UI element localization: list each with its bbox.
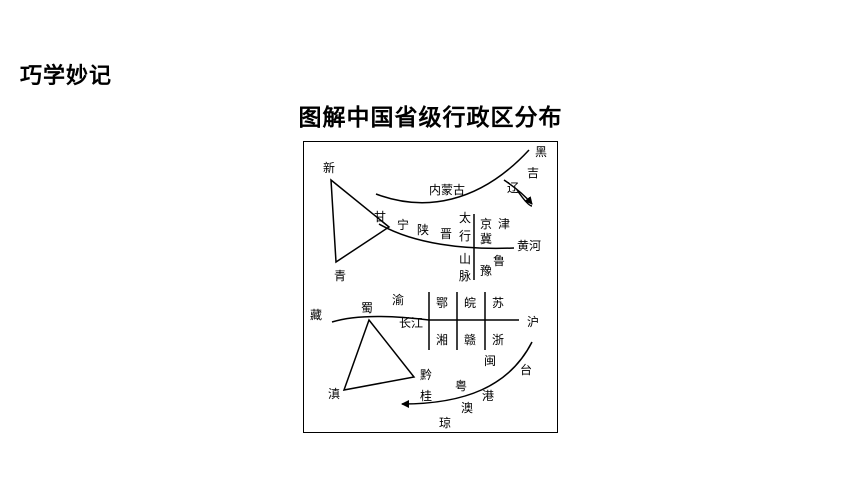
northwest-triangle bbox=[330, 178, 391, 264]
label-neimenggu: 内蒙古 bbox=[429, 182, 465, 197]
label-shan-mt: 山 bbox=[459, 252, 471, 266]
southern-arc-arrow bbox=[401, 341, 533, 408]
label-huanghe: 黄河 bbox=[517, 239, 541, 253]
label-jing: 京 bbox=[480, 217, 492, 231]
label-zhe: 浙 bbox=[492, 333, 504, 347]
label-gang: 港 bbox=[482, 389, 494, 403]
label-tai-taiwan: 台 bbox=[520, 362, 532, 377]
figure-title: 图解中国省级行政区分布 bbox=[298, 105, 563, 131]
label-ji-hebei: 冀 bbox=[480, 232, 492, 246]
label-lu: 鲁 bbox=[493, 254, 505, 268]
label-yu: 豫 bbox=[480, 264, 492, 278]
southwest-triangle bbox=[342, 318, 416, 391]
label-xin: 新 bbox=[323, 160, 335, 175]
label-yu-chongqing: 渝 bbox=[392, 292, 404, 307]
label-min: 闽 bbox=[484, 354, 496, 368]
northern-arc-arrow bbox=[375, 149, 533, 207]
label-zang: 藏 bbox=[310, 308, 322, 322]
label-mai: 脉 bbox=[459, 268, 471, 283]
label-qing: 青 bbox=[334, 269, 346, 283]
label-gui: 桂 bbox=[420, 388, 432, 403]
province-mnemonic-diagram: 黑 吉 辽 内蒙古 新 甘 宁 陕 晋 太 行 山 脉 京 津 冀 黄河 鲁 豫… bbox=[303, 141, 558, 433]
label-ning: 宁 bbox=[397, 217, 409, 232]
label-qiong: 琼 bbox=[439, 415, 451, 430]
yangtze-river-line bbox=[331, 315, 519, 323]
label-hu: 沪 bbox=[527, 315, 539, 329]
northern-arc-arrow-tail bbox=[503, 179, 533, 205]
label-tai: 太 bbox=[459, 210, 471, 225]
section-heading: 巧学妙记 bbox=[20, 64, 113, 89]
label-yue: 粤 bbox=[455, 378, 467, 393]
label-dian: 滇 bbox=[328, 387, 340, 401]
label-su: 苏 bbox=[492, 296, 504, 310]
label-jin-tianjin: 津 bbox=[498, 217, 510, 231]
label-xiang: 湘 bbox=[436, 332, 448, 347]
label-hei: 黑 bbox=[535, 145, 547, 159]
diagram-canvas: 黑 吉 辽 内蒙古 新 甘 宁 陕 晋 太 行 山 脉 京 津 冀 黄河 鲁 豫… bbox=[310, 145, 547, 430]
label-liao: 辽 bbox=[507, 181, 519, 195]
label-shan: 陕 bbox=[417, 222, 429, 237]
yellow-river-line bbox=[378, 223, 515, 250]
label-wan: 皖 bbox=[464, 296, 476, 310]
label-changjiang: 长江 bbox=[399, 316, 423, 330]
label-qian: 黔 bbox=[420, 367, 432, 382]
label-hang: 行 bbox=[459, 229, 471, 243]
label-gan: 甘 bbox=[374, 210, 386, 224]
label-shu: 蜀 bbox=[361, 301, 373, 315]
label-ao: 澳 bbox=[461, 401, 473, 415]
label-gan-jiangxi: 赣 bbox=[464, 333, 476, 347]
label-e: 鄂 bbox=[436, 296, 448, 310]
label-jin: 晋 bbox=[440, 227, 452, 241]
label-ji: 吉 bbox=[527, 166, 539, 180]
